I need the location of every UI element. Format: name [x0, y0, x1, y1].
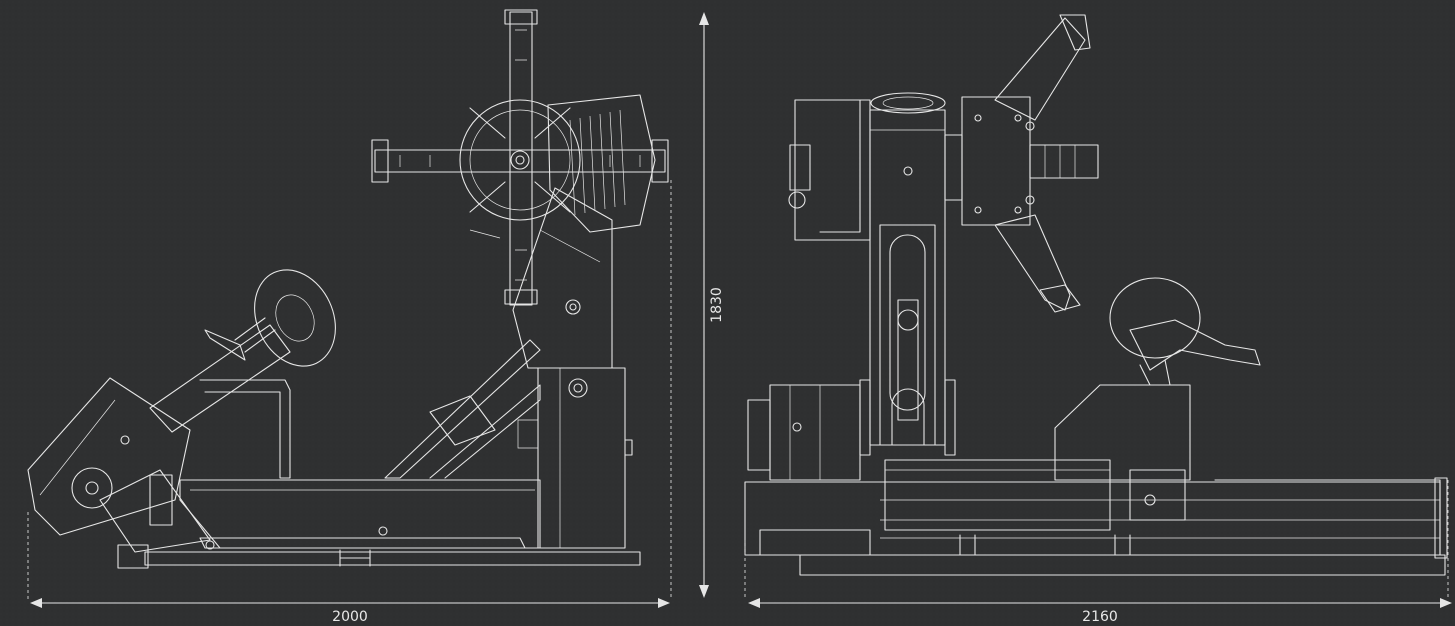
machine-side-view — [27, 9, 669, 569]
dimension-left-width — [27, 180, 672, 608]
dimension-right-width — [744, 480, 1452, 608]
right-width-label: 2160 — [1082, 609, 1118, 625]
left-width-label: 2000 — [332, 609, 368, 625]
height-label: 1830 — [709, 287, 725, 323]
machine-front-view — [744, 14, 1448, 576]
dimension-height — [699, 12, 709, 598]
